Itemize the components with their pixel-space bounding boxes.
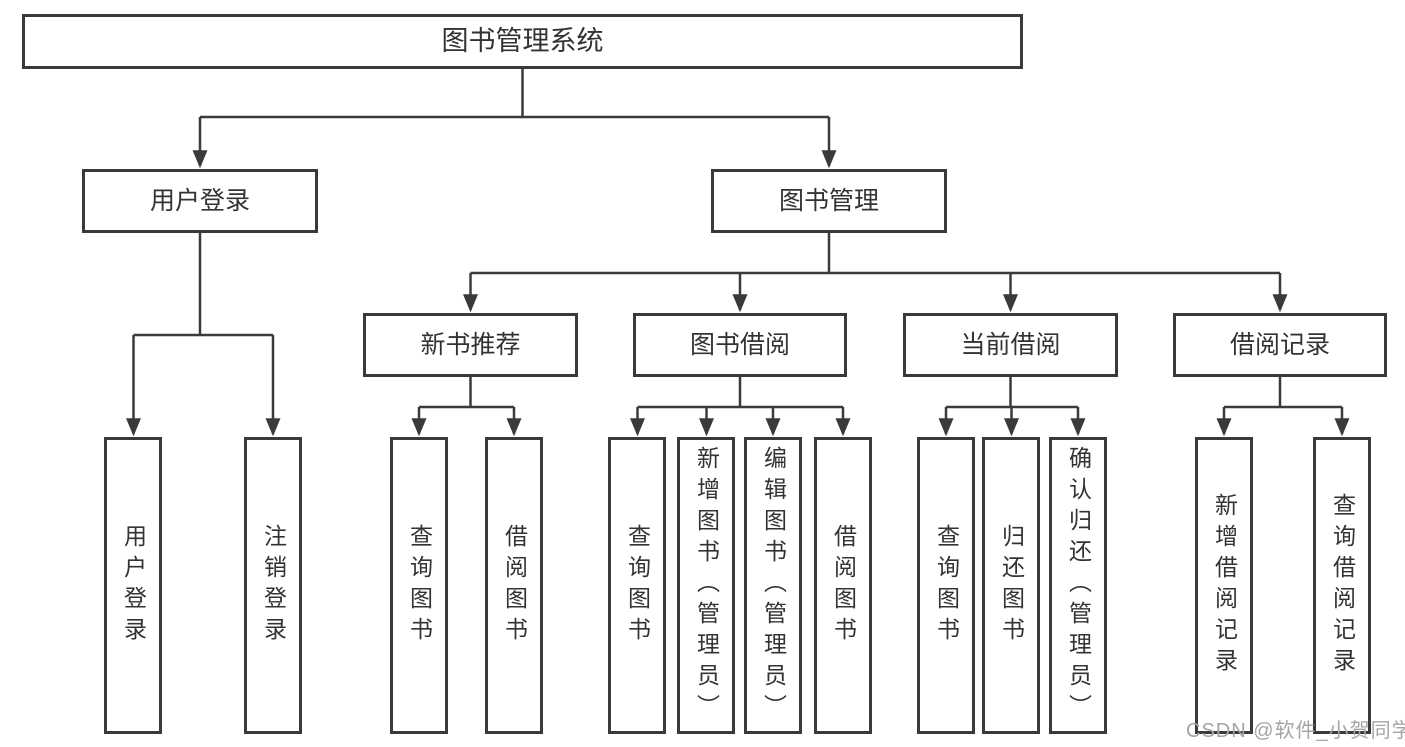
leaf-query-books-borrow: 查询图书	[608, 437, 666, 734]
node-user-login: 用户登录	[82, 169, 318, 233]
node-borrow-records: 借阅记录	[1173, 313, 1387, 377]
leaf-logout-login: 注销登录	[244, 437, 302, 734]
node-book-borrow: 图书借阅	[633, 313, 847, 377]
leaf-return-book: 归还图书	[982, 437, 1040, 734]
node-current-borrow: 当前借阅	[903, 313, 1118, 377]
node-book-management: 图书管理	[711, 169, 947, 233]
leaf-query-borrow-record: 查询借阅记录	[1313, 437, 1371, 734]
leaf-confirm-return-admin: 确认归还（管理员）	[1049, 437, 1107, 734]
leaf-borrow-books: 借阅图书	[814, 437, 872, 734]
watermark: CSDN @软件_小贺同学	[1186, 720, 1405, 742]
leaf-query-books-recommend: 查询图书	[390, 437, 448, 734]
node-new-book-recommend: 新书推荐	[363, 313, 578, 377]
leaf-edit-book-admin: 编辑图书（管理员）	[744, 437, 802, 734]
leaf-query-books-current: 查询图书	[917, 437, 975, 734]
leaf-user-login: 用户登录	[104, 437, 162, 734]
node-library-management-system: 图书管理系统	[22, 14, 1023, 69]
leaf-borrow-books-recommend: 借阅图书	[485, 437, 543, 734]
leaf-add-book-admin: 新增图书（管理员）	[677, 437, 735, 734]
leaf-add-borrow-record: 新增借阅记录	[1195, 437, 1253, 734]
